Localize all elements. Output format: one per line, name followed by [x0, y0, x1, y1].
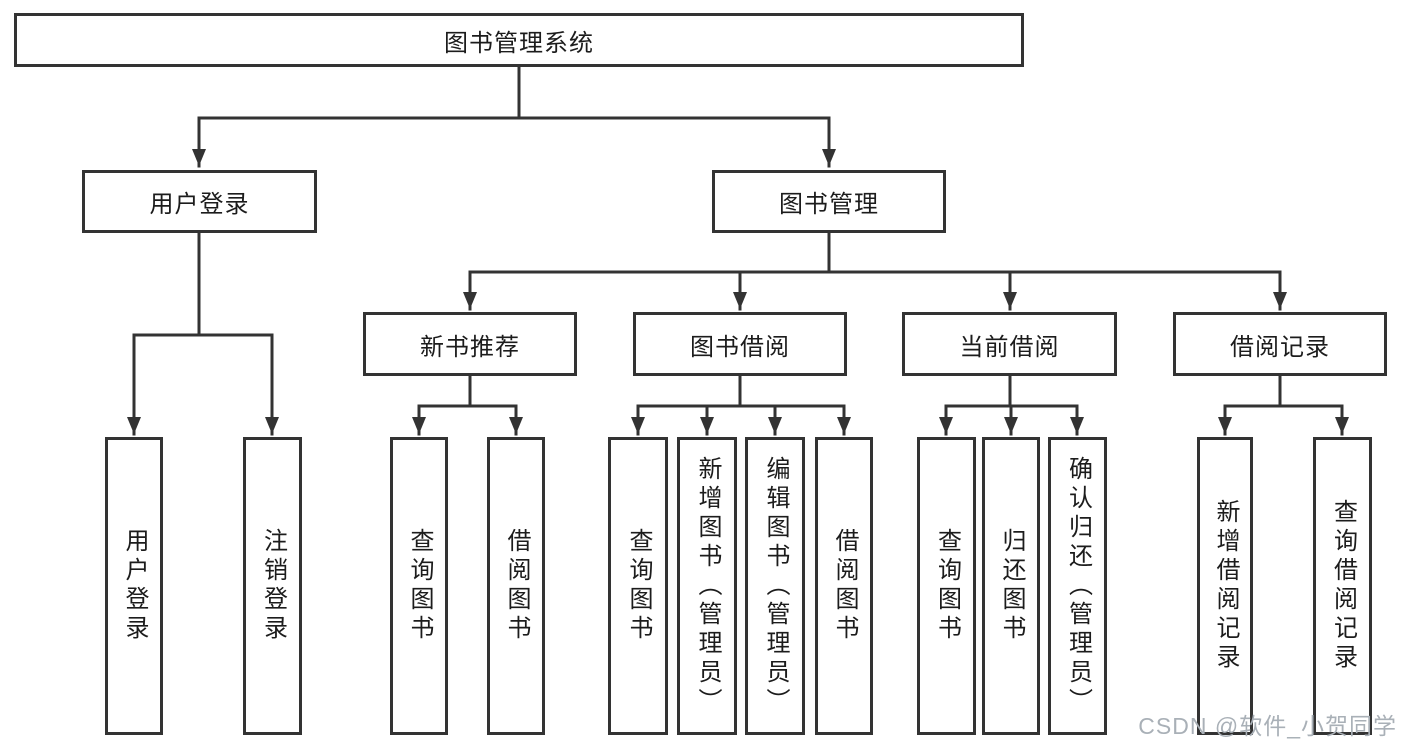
node-book-borrowing: 图书借阅 [633, 312, 847, 376]
leaf-user-login-label: 用户登录 [121, 528, 148, 644]
node-root: 图书管理系统 [14, 13, 1024, 67]
leaf-logout-label: 注销登录 [259, 528, 287, 644]
leaf-edit-book-admin-label: 编辑图书（管理员） [762, 455, 789, 717]
leaf-edit-book-admin: 编辑图书（管理员） [745, 437, 805, 735]
leaf-borrow-book-recommend-label: 借阅图书 [503, 528, 530, 644]
csdn-watermark: CSDN @软件_小贺同学 [1138, 713, 1397, 739]
leaf-add-book-admin: 新增图书（管理员） [677, 437, 737, 735]
node-new-book-recommend: 新书推荐 [363, 312, 577, 376]
leaf-add-book-admin-label: 新增图书（管理员） [694, 455, 721, 717]
leaf-logout: 注销登录 [243, 437, 302, 735]
leaf-return-book-label: 归还图书 [998, 528, 1025, 644]
leaf-add-borrow-record-label: 新增借阅记录 [1212, 499, 1239, 673]
connector-book-borrow-split [636, 374, 846, 408]
leaf-return-book: 归还图书 [982, 437, 1040, 735]
leaf-borrow-book-recommend: 借阅图书 [487, 437, 545, 735]
node-book-mgmt-branch: 图书管理 [712, 170, 946, 233]
leaf-add-borrow-record: 新增借阅记录 [1197, 437, 1253, 735]
connector-new-book-rec-split [417, 374, 518, 408]
leaf-borrow-book-borrowing: 借阅图书 [815, 437, 873, 735]
node-user-login-branch: 用户登录 [82, 170, 317, 233]
connector-borrow-records-split [1223, 374, 1344, 408]
leaf-query-borrow-record: 查询借阅记录 [1313, 437, 1372, 735]
leaf-query-book-borrowing-label: 查询图书 [625, 528, 652, 644]
leaf-confirm-return-admin-label: 确认归还（管理员） [1064, 455, 1092, 717]
connector-current-borrow-split [944, 374, 1079, 408]
leaf-query-book-recommend: 查询图书 [390, 437, 448, 735]
leaf-query-book-borrowing: 查询图书 [608, 437, 668, 735]
leaf-query-borrow-record-label: 查询借阅记录 [1329, 499, 1357, 673]
leaf-borrow-book-borrowing-label: 借阅图书 [831, 528, 858, 644]
leaf-query-book-current-label: 查询图书 [933, 528, 961, 644]
node-borrowing-records: 借阅记录 [1173, 312, 1387, 376]
connector-book-mgmt-split [468, 231, 1282, 274]
node-current-borrowing: 当前借阅 [902, 312, 1117, 376]
leaf-query-book-recommend-label: 查询图书 [406, 528, 433, 644]
leaf-query-book-current: 查询图书 [917, 437, 976, 735]
connector-root-split [197, 65, 831, 120]
connector-user-login-split [132, 231, 274, 337]
leaf-confirm-return-admin: 确认归还（管理员） [1048, 437, 1107, 735]
leaf-user-login: 用户登录 [105, 437, 163, 735]
